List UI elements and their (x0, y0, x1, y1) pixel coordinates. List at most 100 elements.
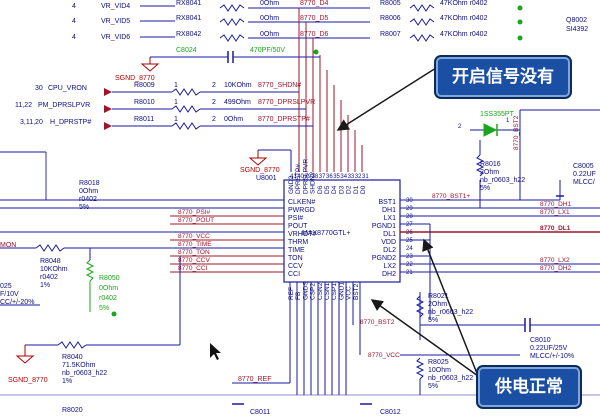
top-pin-num-7: 34 (340, 174, 347, 180)
mouse-cursor-icon (210, 343, 221, 360)
bottom-wires (232, 282, 372, 405)
top-pin-num-3: 38 (312, 174, 319, 180)
r8018-ref: R8018 (79, 180, 100, 187)
diode-label: 1SS355PT (480, 111, 515, 118)
r8040-val: 71.5KOhm (62, 362, 96, 369)
vid5-rref: R8006 (380, 15, 401, 22)
bottom-pin-7: GND1 (338, 282, 345, 300)
r8016-ref: R8016 (480, 161, 501, 168)
net-ccv: 8770_CCV (178, 257, 210, 264)
right-pin-num-1: 29 (406, 206, 413, 212)
right-pin-0: BST1 (378, 199, 396, 206)
vid6-name: VR_VID6 (101, 34, 130, 41)
net-pout: 8770_POUT (178, 217, 214, 224)
bottom-pin-5: CSN1 (324, 282, 331, 300)
r8016-val: 2Ohm (480, 169, 499, 176)
left-resistors: R8018 0Ohm r0402 5% MON R8048 10KOhm r04… (0, 180, 120, 312)
vid-rows: 4 VR_VID4 RX8041 0Ohm 8770_D4 R8005 47KO… (72, 0, 488, 41)
ref-net: 8770_REF (238, 376, 271, 383)
right-pin-num-5: 25 (406, 238, 413, 244)
net-bst1: 8770_BST1+ (432, 193, 470, 200)
shdn-net: 8770_SHDN# (258, 82, 301, 89)
left-pin-3: POUT (288, 223, 308, 230)
right-pin-num-7: 23 (406, 254, 413, 260)
bottom-pin-6: CSP1 (331, 283, 338, 300)
vid5-name: VR_VID5 (101, 18, 130, 25)
right-pin-9: DH2 (382, 271, 396, 278)
c8010-extra: MLCC/+/-10% (530, 353, 574, 360)
top-pin-num-9: 32 (355, 174, 362, 180)
bst2-net: 8770_BST2 (360, 319, 395, 326)
r8009-val: 10KOhm (224, 82, 252, 89)
r8016-block: R8016 2Ohm nb_r0603_h22 5% (480, 161, 525, 192)
top-pin-10: D0 (360, 185, 367, 194)
vid5-ref: RX8041 (176, 15, 201, 22)
vid6-net: 8770_D6 (300, 31, 329, 38)
r8021-pkg: nb_r0603_h22 (428, 309, 473, 316)
top-pin-6: D4 (331, 185, 338, 194)
c8005-extra: MLCC/ (573, 179, 595, 186)
right-pin-5: VDD (381, 239, 396, 246)
sgnd-ground-3: SGND_8770 (8, 345, 48, 384)
r8025-pkg: nb_r0603_h22 (428, 375, 473, 382)
callout-top: 开启信号没有 (436, 57, 570, 97)
right-pin-num-9: 21 (406, 270, 413, 276)
r8010-val: 499Ohm (224, 99, 251, 106)
vcc-net: 8770_VCC (368, 352, 400, 359)
vid5-val: 0Ohm (260, 15, 279, 22)
left-resistor-wires (0, 244, 284, 312)
vid4-rval: 47KOhm r0402 (440, 0, 488, 7)
dprstp-name: H_DPRSTP# (50, 119, 91, 126)
r8018-pct: 5% (79, 204, 89, 211)
net-time: 8770_TIME (178, 241, 212, 248)
left-pin-5: THRM (288, 239, 308, 246)
input-arrows (104, 88, 112, 130)
r8021-block: R8021 2Ohm nb_r0603_h22 5% (428, 293, 473, 324)
right-pin-2: LX1 (384, 215, 397, 222)
right-pin-8: LX2 (384, 263, 397, 270)
top-pin-num-0: 41 (290, 174, 297, 180)
top-pin-8: D2 (346, 185, 353, 194)
r8040-ref: R8040 (62, 354, 83, 361)
r8025-pct: 5% (428, 383, 438, 390)
bst2-vertical-net: 8770_BST2 (513, 115, 520, 150)
bottom-pin-4: CSN2 (317, 282, 324, 300)
r8011-p1: 1 (174, 116, 178, 123)
vid6-rval: 47KOhm r0402 (440, 31, 488, 38)
right-pin-4: DL1 (383, 231, 396, 238)
left-signal-wires (112, 88, 313, 172)
r8040-block: R8040 71.5KOhm nb_r0603_h22 1% R8020 (62, 354, 107, 414)
bottom-pin-2: GNDS (302, 281, 309, 300)
vid4-name: VR_VID4 (101, 3, 130, 10)
c8012-ref: C8012 (380, 409, 401, 416)
top-pin-num-5: 36 (326, 174, 333, 180)
sgnd1-label: SGND_8770 (115, 75, 155, 82)
r8010-p1: 1 (174, 99, 178, 106)
right-pin-num-8: 22 (406, 262, 413, 268)
r8010-p2: 2 (212, 99, 216, 106)
q8002-val: SI4392 (566, 26, 588, 33)
top-pin-9: D1 (353, 185, 360, 194)
vid4-val: 0Ohm (260, 0, 279, 7)
vid4-num: 4 (72, 3, 76, 10)
bottom-pin-3: CSP2 (310, 283, 317, 300)
r8048-pkg: r0402 (40, 274, 58, 281)
right-nets: 8770_BST1+ 8770_DH1 8770_LX1 8770_DL1 87… (432, 193, 571, 272)
mon-net: MON (0, 242, 16, 249)
r8040-pkg: nb_r0603_h22 (62, 370, 107, 377)
bottom-pin-0: REF (288, 287, 295, 300)
vid6-val: 0Ohm (260, 31, 279, 38)
sgnd-ground-1: SGND_8770 (115, 57, 160, 82)
c8024-val: 470PF/50V (250, 47, 285, 54)
left-pin-4: VRHOT# (288, 231, 317, 238)
sgnd3-label: SGND_8770 (8, 377, 48, 384)
vid5-net: 8770_D5 (300, 15, 329, 22)
right-pin-num-3: 27 (406, 222, 413, 228)
vid-wires (140, 4, 435, 42)
top-pin-0: GND2 (288, 176, 295, 194)
r8016-pkg: nb_r0603_h22 (480, 177, 525, 184)
